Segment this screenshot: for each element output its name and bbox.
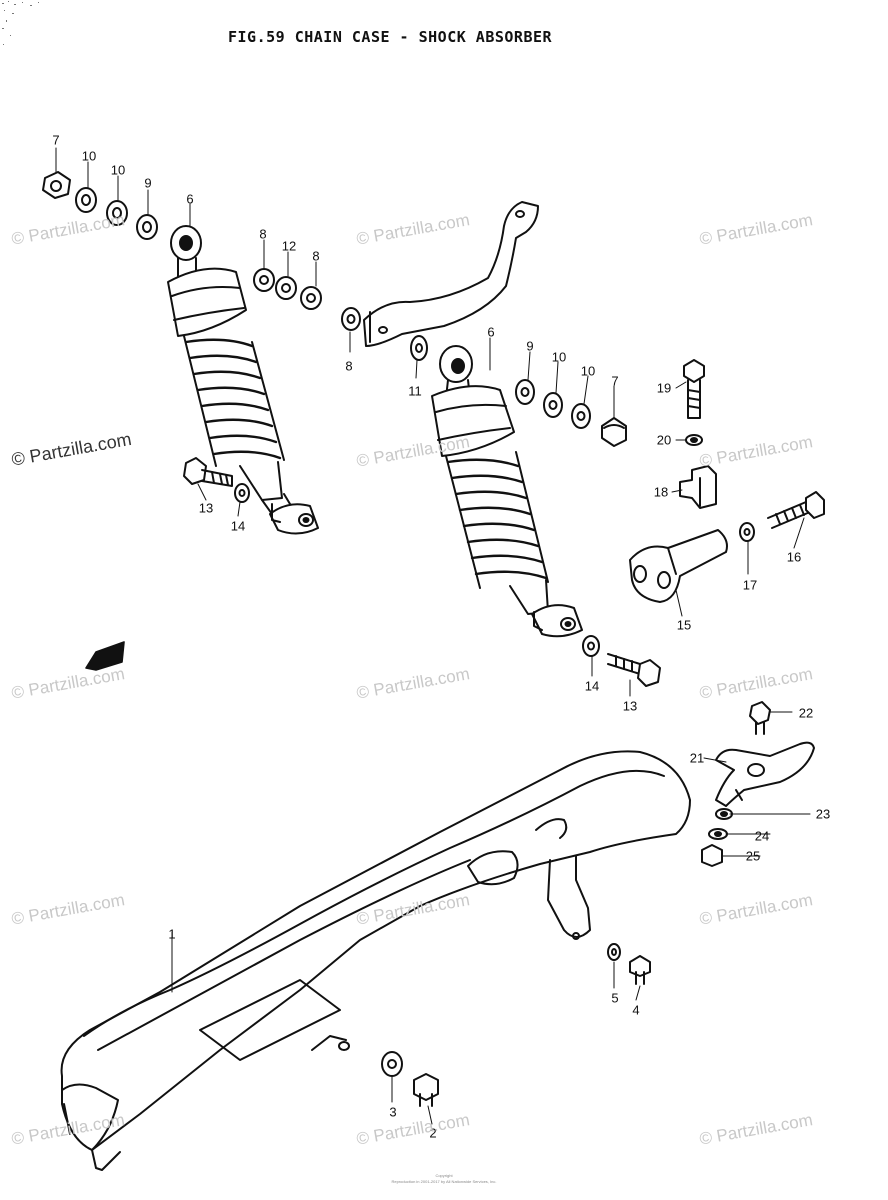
callout-6-shock: 6: [186, 191, 194, 207]
grab-rail: [341, 201, 539, 361]
callout-13-bolt: 13: [622, 698, 638, 714]
right-lower-hardware: [582, 635, 661, 687]
callout-17-washer: 17: [742, 577, 758, 593]
right-shock-absorber: [431, 345, 583, 638]
callout-11-washer: 11: [408, 383, 422, 399]
callout-8-washer: 8: [259, 226, 267, 242]
callout-24-washer: 24: [754, 828, 770, 844]
left-lower-hardware: [183, 457, 250, 503]
callout-9-washer: 9: [144, 175, 152, 191]
callout-10-washer: 10: [580, 363, 596, 379]
upper-right-bracket-hardware: [679, 359, 717, 509]
callout-8-washer: 8: [345, 358, 353, 374]
chain-case-rear-bracket: [701, 701, 815, 867]
right-top-hardware: [515, 379, 627, 447]
callout-13-bolt: 13: [198, 500, 214, 516]
callout-15-bracket: 15: [676, 617, 692, 633]
figure-title: FIG.59 CHAIN CASE - SHOCK ABSORBER: [228, 28, 553, 46]
callout-3-washer: 3: [389, 1104, 397, 1120]
callout-2-screw: 2: [429, 1125, 437, 1141]
callout-20-washer: 20: [656, 432, 672, 448]
callout-7-nut: 7: [611, 373, 619, 389]
scan-noise: [2, 1, 39, 45]
callout-10-washer: 10: [81, 148, 97, 164]
callout-7-nut: 7: [52, 132, 60, 148]
callout-12-washer: 12: [281, 238, 297, 254]
chain-case: [60, 750, 691, 1171]
callout-16-bolt: 16: [786, 549, 802, 565]
callout-1-chain-case: 1: [168, 926, 176, 942]
callout-4-screw: 4: [632, 1002, 640, 1018]
callout-22-bolt: 22: [798, 705, 814, 721]
callout-9-washer: 9: [526, 338, 534, 354]
callout-5-washer: 5: [611, 990, 619, 1006]
callout-19-bolt: 19: [656, 380, 672, 396]
left-shock-absorber: [167, 225, 319, 535]
bracket-15-group: [629, 491, 825, 603]
leader-lines: [55, 147, 811, 1125]
callout-18-bracket: 18: [653, 484, 669, 500]
callout-14-washer: 14: [230, 518, 246, 534]
callout-25-nut: 25: [745, 848, 761, 864]
callout-8-washer: 8: [312, 248, 320, 264]
callout-10-washer: 10: [110, 162, 126, 178]
footer-reproduction: Reproduction in 2001-2017 by All Nationw…: [391, 1179, 497, 1184]
footer-copyright: Copyright: [435, 1173, 453, 1178]
callout-6-shock: 6: [487, 324, 495, 340]
fwd-arrow: [85, 641, 125, 671]
left-top-hardware: [42, 171, 322, 310]
callout-21-bracket: 21: [689, 750, 705, 766]
callout-10-washer: 10: [551, 349, 567, 365]
callout-14-washer: 14: [584, 678, 600, 694]
callout-23-washer: 23: [815, 806, 831, 822]
